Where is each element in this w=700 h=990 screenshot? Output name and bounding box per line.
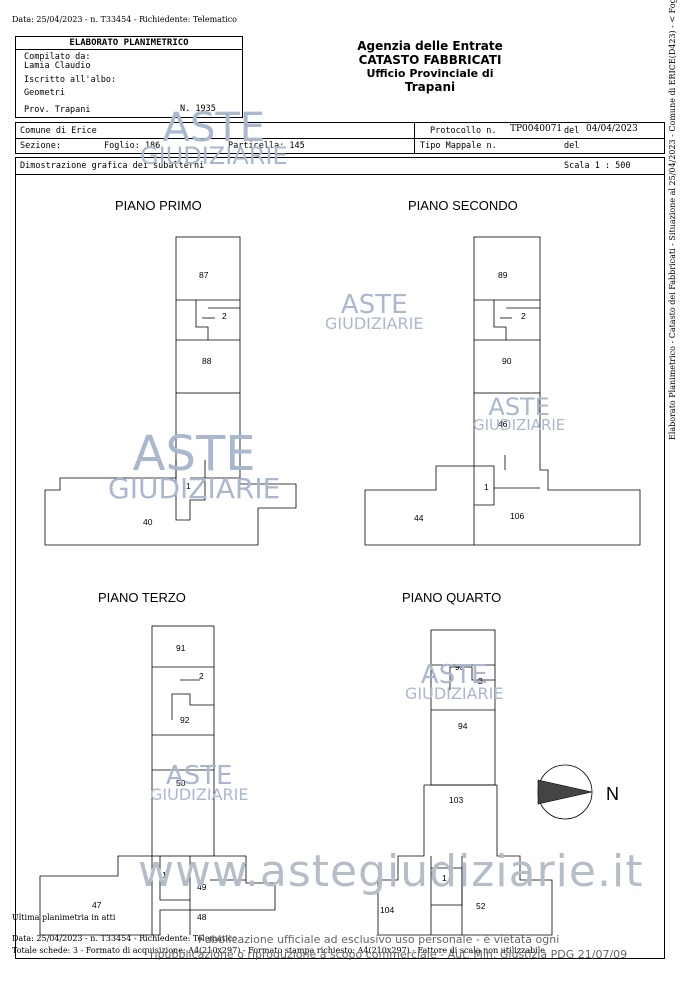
del-label: del <box>564 126 580 136</box>
room-label: 104 <box>380 905 394 915</box>
compass-label: N <box>606 784 619 804</box>
room-label: 2 <box>521 311 526 321</box>
room-label: 92 <box>180 715 190 725</box>
north-compass-icon <box>537 764 593 820</box>
scala: Scala 1 : 500 <box>564 161 631 171</box>
del-value: 04/04/2023 <box>586 124 638 134</box>
watermark-logo: ASTE GIUDIZIARIE <box>325 290 424 334</box>
room-label: 46 <box>498 419 508 429</box>
room-label: 103 <box>449 795 463 805</box>
particella: Particella: 145 <box>228 141 305 151</box>
room-label: 90 <box>502 356 512 366</box>
compilato-name: Lamia Claudio <box>24 61 91 71</box>
del-label-2: del <box>564 141 580 151</box>
tipo-mappale: Tipo Mappale n. <box>420 141 497 151</box>
header-line: Data: 25/04/2023 - n. T33454 - Richieden… <box>12 15 237 24</box>
plan-terzo <box>39 625 276 936</box>
watermark-logo: ASTE GIUDIZIARIE <box>140 105 288 170</box>
room-label: 2 <box>222 311 227 321</box>
iscritto-value: Geometri <box>24 88 65 98</box>
room-label: 89 <box>498 270 508 280</box>
room-label: 49 <box>197 882 207 892</box>
room-label: 88 <box>202 356 212 366</box>
room-label: 106 <box>510 511 524 521</box>
agency-line2: CATASTO FABBRICATI <box>358 53 502 67</box>
protocollo-label: Protocollo n. <box>430 126 497 136</box>
room-label: 93 <box>455 662 465 672</box>
form-box: ELABORATO PLANIMETRICO Compilato da: Lam… <box>15 36 243 118</box>
notice-line-1: Pubblicazione ufficiale ad esclusivo uso… <box>198 933 560 946</box>
room-label: 40 <box>143 517 153 527</box>
room-label: 44 <box>414 513 424 523</box>
room-label: 50 <box>176 778 186 788</box>
side-text: Elaborato Planimetrico - Catasto dei Fab… <box>668 0 677 440</box>
dimostrazione: Dimostrazione grafica dei subalterni <box>20 161 205 171</box>
watermark-logo: ASTE GIUDIZIARIE <box>150 761 249 805</box>
numero: N. 1935 <box>180 104 216 114</box>
info-box: Comune di Erice Sezione: Foglio: 186 Par… <box>15 122 665 154</box>
title-piano-primo: PIANO PRIMO <box>115 198 202 213</box>
room-label: 91 <box>176 643 186 653</box>
room-label: 1 <box>162 870 167 880</box>
room-label: 94 <box>458 721 468 731</box>
dimostrazione-box: Dimostrazione grafica dei subalterni Sca… <box>15 157 665 175</box>
watermark-logo: ASTE GIUDIZIARIE <box>108 426 281 506</box>
compilato-label: Compilato da: <box>24 52 91 62</box>
room-label: 1 <box>484 482 489 492</box>
room-label: 48 <box>197 912 207 922</box>
agency-line3: Ufficio Provinciale di <box>366 67 494 80</box>
drawing-frame <box>15 175 665 959</box>
room-labels: 87 2 88 1 40 89 2 90 46 1 44 106 91 2 92… <box>92 270 526 922</box>
comune: Comune di Erice <box>20 126 97 136</box>
form-title: ELABORATO PLANIMETRICO <box>16 37 242 50</box>
sezione-label: Sezione: <box>20 141 61 151</box>
room-label: 52 <box>476 901 486 911</box>
plan-secondo <box>364 236 641 546</box>
room-label: 2 <box>478 676 483 686</box>
plan-primo <box>44 236 297 546</box>
title-piano-quarto: PIANO QUARTO <box>402 590 502 605</box>
room-label: 1 <box>186 481 191 491</box>
room-label: 2 <box>199 671 204 681</box>
watermark-site: www.astegiudiziarie.it <box>138 846 644 897</box>
notice-line-2: ripubblicazione o riproduzione a scopo c… <box>150 948 628 961</box>
footer-line-1: Data: 25/04/2023 - n. T33454 - Richieden… <box>12 934 237 943</box>
footer-line-2: Totale schede: 3 - Formato di acquisizio… <box>12 946 545 955</box>
plan-quarto <box>377 629 553 936</box>
room-label: 87 <box>199 270 209 280</box>
room-label: 47 <box>92 900 102 910</box>
agency-line4: Trapani <box>404 80 456 94</box>
watermark-logo: ASTE GIUDIZIARIE <box>473 393 566 434</box>
watermark-logo: ASTE GIUDIZIARIE <box>405 660 504 704</box>
room-label: 1 <box>442 873 447 883</box>
prov: Prov. Trapani <box>24 105 91 115</box>
protocollo-value: TP0040071 <box>510 124 563 134</box>
agency-line1: Agenzia delle Entrate <box>357 39 503 53</box>
ultima-planimetria: Ultima planimetria in atti <box>12 913 116 922</box>
iscritto-label: Iscritto all'albo: <box>24 75 117 85</box>
title-piano-terzo: PIANO TERZO <box>98 590 186 605</box>
foglio: Foglio: 186 <box>104 141 161 151</box>
agency-header: Agenzia delle Entrate CATASTO FABBRICATI… <box>330 39 530 94</box>
title-piano-secondo: PIANO SECONDO <box>408 198 518 213</box>
